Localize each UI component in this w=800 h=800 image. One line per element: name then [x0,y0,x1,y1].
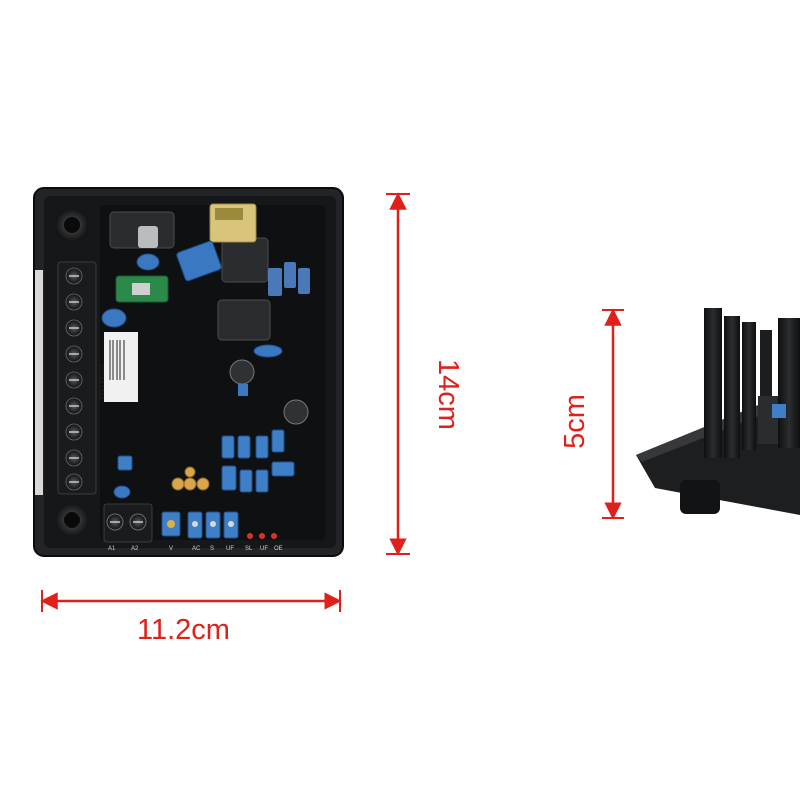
width-dimension-label: 11.2cm [137,614,230,646]
terminal-label-uf2: UF [260,546,268,552]
terminal-label-a1: A1 [108,546,116,552]
terminal-label-oe: OE [274,546,283,552]
terminal-label-a2: A2 [131,546,139,552]
status-leds [247,533,277,539]
left-terminal-block [57,261,97,495]
blue-capacitors [101,240,283,499]
avr-board-side-view [636,308,800,515]
terminal-label-sl: SL [245,546,253,552]
depth-dimension-label: 5cm [558,394,591,449]
avr-board-top-view [33,187,344,557]
terminal-label-s: S [210,546,215,552]
serial-sticker [104,332,138,402]
bottom-terminal-block [103,503,153,543]
terminal-label-v: V [169,546,174,552]
dimension-arrows [40,192,622,610]
terminal-label-ac: AC [192,546,201,552]
terminal-label-uf: UF [226,546,234,552]
height-dimension-label: 14cm [431,359,464,430]
adjustment-pots [161,511,239,539]
serial-text: 2103A1544 [97,364,104,400]
